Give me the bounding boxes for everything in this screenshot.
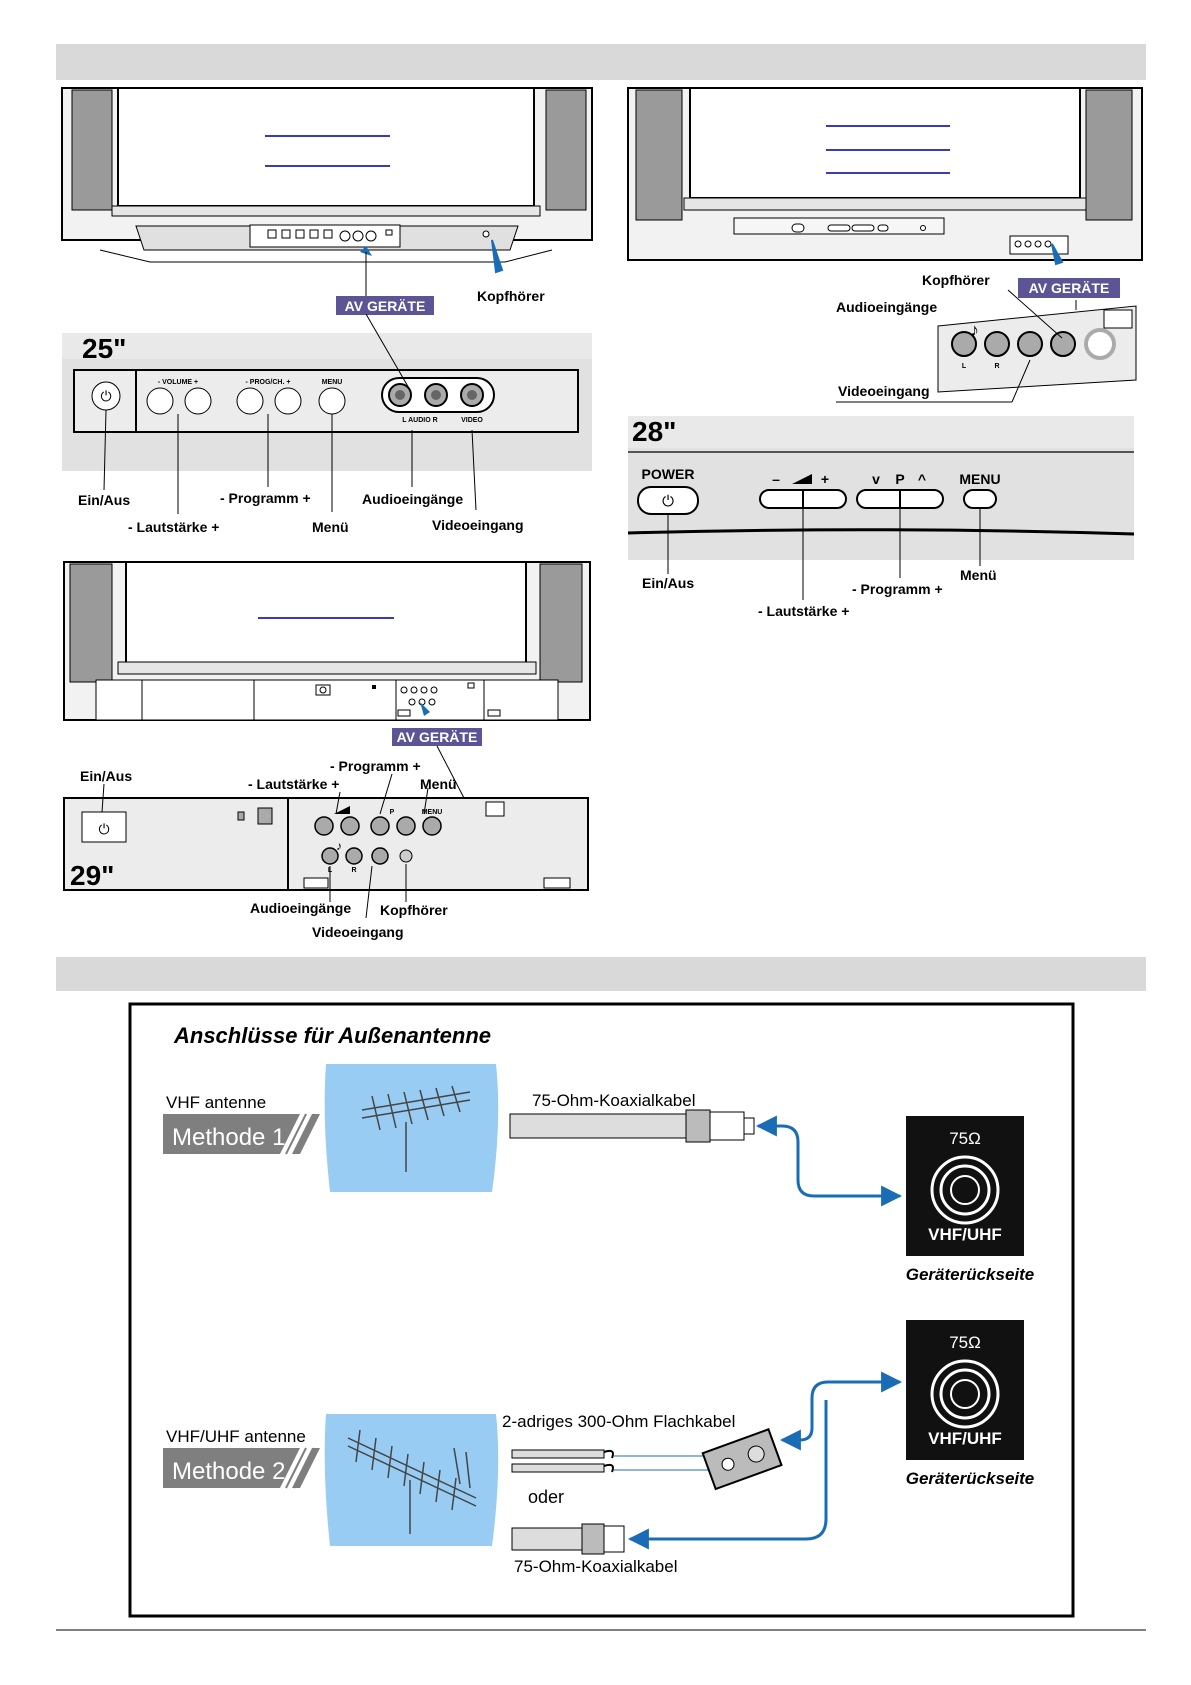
tv29-menue: Menü: [420, 776, 457, 792]
method2-socket-ohm: 75Ω: [949, 1333, 981, 1352]
tv25-volume-text: - VOLUME +: [158, 379, 198, 386]
tv25-videoeingang: Videoeingang: [432, 517, 524, 533]
tv29-control-panel: 29" ⏻ P MENU ♪ L R - Programm + Menü Ein…: [63, 758, 589, 940]
svg-text:♪: ♪: [970, 320, 979, 340]
svg-text:♪: ♪: [336, 839, 342, 853]
tv25-audio-text: L AUDIO R: [402, 417, 437, 424]
tv25-illustration: AV GERÄTE Kopfhörer: [61, 87, 593, 315]
tv25-menue: Menü: [312, 519, 349, 535]
method2-oder: oder: [528, 1487, 564, 1507]
tv28-menue: Menü: [960, 567, 997, 583]
tv25-av-label: AV GERÄTE: [345, 298, 426, 314]
method1-label: Methode 1: [172, 1124, 285, 1151]
method1-rueckseite: Geräterückseite: [906, 1265, 1035, 1284]
tv28-videoeingang-label: Videoeingang: [838, 383, 930, 399]
tv25-programm: - Programm +: [220, 490, 311, 506]
tv25-audioeingaenge: Audioeingänge: [362, 491, 463, 507]
tv28-down-text: v: [872, 471, 880, 487]
tv28-jack-r: R: [994, 363, 999, 370]
tv28-programm: - Programm +: [852, 581, 943, 597]
tv29-r-text: R: [351, 867, 356, 874]
tv28-kopfhoerer-label: Kopfhörer: [922, 272, 990, 288]
tv28-plus-text: +: [821, 471, 829, 487]
method1-socket-label: VHF/UHF: [928, 1225, 1002, 1244]
antenna-title: Anschlüsse für Außenantenne: [173, 1023, 491, 1048]
method1-socket-ohm: 75Ω: [949, 1129, 981, 1148]
tv28-size-label: 28": [632, 416, 676, 447]
tv29-size-label: 29": [70, 860, 114, 891]
tv29-programm: - Programm +: [330, 758, 421, 774]
method2-coax-label: 75-Ohm-Koaxialkabel: [514, 1557, 677, 1576]
tv28-lautstaerke: - Lautstärke +: [758, 603, 849, 619]
method2-socket-label: VHF/UHF: [928, 1429, 1002, 1448]
method2-label: Methode 2: [172, 1458, 285, 1485]
method2-flat-cable-label: 2-adriges 300-Ohm Flachkabel: [502, 1412, 735, 1431]
section-header-band-top: [56, 44, 1146, 80]
method1-antenna-label: VHF antenne: [166, 1093, 266, 1112]
tv28-av-label: AV GERÄTE: [1029, 280, 1110, 296]
tv28-up-text: ^: [918, 471, 926, 487]
tv29-av-label: AV GERÄTE: [397, 729, 478, 745]
tv25-size-label: 25": [82, 333, 126, 364]
tv29-illustration: AV GERÄTE: [63, 561, 591, 799]
tv28-menu-text: MENU: [959, 471, 1000, 487]
tv29-ein-aus: Ein/Aus: [80, 768, 132, 784]
tv25-video-text: VIDEO: [461, 417, 483, 424]
tv29-audioeingaenge: Audioeingänge: [250, 900, 351, 916]
tv25-kopfhoerer-label: Kopfhörer: [477, 288, 545, 304]
tv28-jack-l: L: [962, 363, 967, 370]
method2-antenna-label: VHF/UHF antenne: [166, 1427, 306, 1446]
svg-text:⏻: ⏻: [100, 388, 111, 404]
tv29-kopfhoerer: Kopfhörer: [380, 902, 448, 918]
tv25-control-panel: 25" ⏻ - VOLUME + - PROG/CH. + MENU L AUD…: [62, 313, 592, 535]
tv29-lautstaerke: - Lautstärke +: [248, 776, 339, 792]
method1-cable-label: 75-Ohm-Koaxialkabel: [532, 1091, 695, 1110]
antenna-diagram: Anschlüsse für Außenantenne VHF antenne …: [128, 1002, 1075, 1618]
tv29-videoeingang: Videoeingang: [312, 924, 404, 940]
tv28-minus-text: –: [772, 471, 780, 487]
method2-rueckseite: Geräterückseite: [906, 1469, 1035, 1488]
tv25-prog-text: - PROG/CH. +: [246, 379, 291, 386]
tv28-audioeingaenge-label: Audioeingänge: [836, 299, 937, 315]
tv28-p-text: P: [895, 471, 904, 487]
tv25-menu-text: MENU: [322, 379, 343, 386]
tv25-lautstaerke: - Lautstärke +: [128, 519, 219, 535]
tv25-ein-aus: Ein/Aus: [78, 492, 130, 508]
section-header-band-antenna: [56, 957, 1146, 991]
tv28-illustration: AV GERÄTE Kopfhörer Audioeingänge ♪ L R …: [627, 87, 1143, 403]
svg-text:⏻: ⏻: [98, 821, 109, 837]
tv28-power-text: POWER: [642, 466, 695, 482]
tv29-menu-text: MENU: [422, 809, 443, 816]
svg-text:⏻: ⏻: [662, 493, 674, 510]
tv29-p-text: P: [390, 809, 395, 816]
tv28-control-panel: 28" POWER ⏻ – + v P ^ MENU Ein/Aus - Lau…: [627, 416, 1135, 619]
tv28-ein-aus: Ein/Aus: [642, 575, 694, 591]
